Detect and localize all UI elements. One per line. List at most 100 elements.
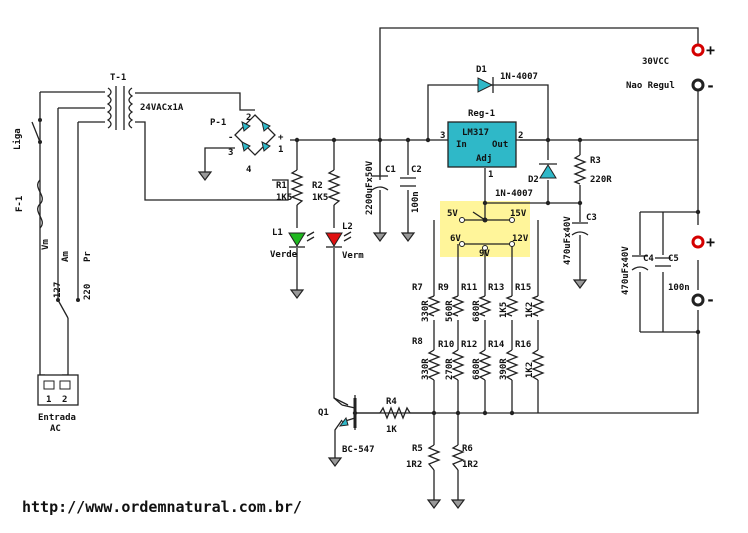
label-reg-pin3: 3 (440, 131, 445, 141)
label-verde: Verde (270, 250, 298, 260)
transformer-t1 (106, 86, 134, 130)
label-r5-val: 1R2 (406, 460, 422, 470)
label-vm: Vm (41, 239, 51, 250)
resistor-r5 (427, 444, 441, 471)
label-c4: C4 (643, 254, 654, 264)
label-sel-6v: 6V (450, 234, 461, 244)
label-pin1: 1 (46, 395, 51, 405)
resistor-r8 (427, 349, 441, 381)
label-r9-val: 560R (445, 300, 455, 322)
label-30v-minus: - (706, 77, 715, 95)
label-c1: C1 (385, 165, 396, 175)
terminal-reg-plus (691, 235, 705, 249)
label-c2: C2 (411, 165, 422, 175)
label-bridge-4: 4 (246, 165, 252, 175)
label-r14-val: 390R (499, 358, 509, 380)
resistor-r12 (478, 349, 492, 381)
label-bridge-3: 3 (228, 148, 233, 158)
terminal-30v-plus (691, 43, 705, 57)
label-reg-pin1: 1 (488, 170, 493, 180)
label-d1: D1 (476, 65, 487, 75)
voltage-selector-switch (459, 211, 515, 251)
bridge-rectifier-p1 (234, 114, 276, 156)
label-sel-15v: 15V (510, 209, 527, 219)
resistor-r11 (478, 295, 492, 317)
label-f1: F-1 (15, 196, 25, 212)
label-lm317: LM317 (462, 128, 489, 138)
label-r14: R14 (488, 340, 505, 350)
power-switch (31, 118, 42, 144)
label-ac: AC (50, 424, 61, 434)
label-transformer-rating: 24VACx1A (140, 103, 184, 113)
label-r8-val: 330R (421, 358, 431, 380)
label-c3-val: 470uFx40V (563, 216, 573, 265)
label-r6: R6 (462, 444, 473, 454)
label-r13: R13 (488, 283, 504, 293)
diode-d1 (477, 77, 494, 93)
label-r15: R15 (515, 283, 531, 293)
label-r16-val: 1K2 (525, 362, 535, 378)
label-q1: Q1 (318, 408, 329, 418)
resistor-r14 (505, 349, 519, 381)
ground-symbols (197, 171, 588, 509)
label-verm: Verm (342, 251, 364, 261)
label-r11: R11 (461, 283, 477, 293)
label-pin2: 2 (62, 395, 67, 405)
label-sel-12v: 12V (512, 234, 529, 244)
label-reg-adj: Adj (476, 153, 492, 164)
capacitor-c1 (371, 175, 389, 191)
capacitor-c2 (400, 177, 416, 187)
label-d2: D2 (528, 175, 539, 185)
label-bridge-1: 1 (278, 145, 283, 155)
diode-d2 (539, 163, 557, 179)
fuse-f1 (37, 179, 43, 229)
label-bc547: BC-547 (342, 445, 375, 455)
label-r5: R5 (412, 444, 423, 454)
label-r12: R12 (461, 340, 477, 350)
label-pr: Pr (83, 251, 93, 262)
capacitor-c5 (655, 257, 671, 267)
label-l2: L2 (342, 222, 353, 232)
resistor-r9 (451, 295, 465, 317)
label-r10-val: 270R (445, 358, 455, 380)
label-bridge-minus: - (228, 133, 233, 143)
label-am: Am (61, 251, 71, 262)
output-terminals (691, 43, 705, 307)
label-r2-val: 1K5 (312, 193, 328, 203)
capacitor-c4 (631, 255, 649, 271)
label-liga: Liga (12, 128, 23, 150)
label-c2-val: 100n (411, 191, 421, 213)
resistor-r3 (573, 154, 587, 185)
label-reg-minus: - (706, 291, 715, 309)
label-r13-val: 1K5 (499, 302, 509, 318)
label-p1: P-1 (210, 118, 226, 128)
led-l1 (288, 231, 315, 248)
resistor-r4 (379, 406, 411, 420)
label-reg-in: In (456, 140, 467, 150)
led-l2 (325, 231, 352, 248)
label-r12-val: 680R (472, 358, 482, 380)
regulator-lm317 (447, 121, 517, 168)
wiring (39, 27, 699, 500)
label-reg1: Reg-1 (468, 109, 495, 119)
resistor-r6 (451, 444, 465, 471)
capacitors (371, 175, 671, 271)
label-sel-9v: 9V (479, 249, 490, 259)
label-d2-val: 1N-4007 (495, 189, 533, 199)
label-r3: R3 (590, 156, 601, 166)
resistor-r15 (531, 295, 545, 317)
capacitor-c3 (571, 222, 589, 236)
terminal-30v-minus (691, 78, 705, 92)
label-127: 127 (53, 282, 63, 298)
label-r1: R1 (276, 181, 287, 191)
label-r6-val: 1R2 (462, 460, 478, 470)
ac-input-connector (37, 374, 79, 406)
label-r7-val: 330R (421, 300, 431, 322)
label-r9: R9 (438, 283, 449, 293)
resistors (290, 154, 587, 471)
label-c5: C5 (668, 254, 679, 264)
label-bridge-2: 2 (246, 113, 251, 123)
label-c3: C3 (586, 213, 597, 223)
resistor-r10 (451, 349, 465, 381)
